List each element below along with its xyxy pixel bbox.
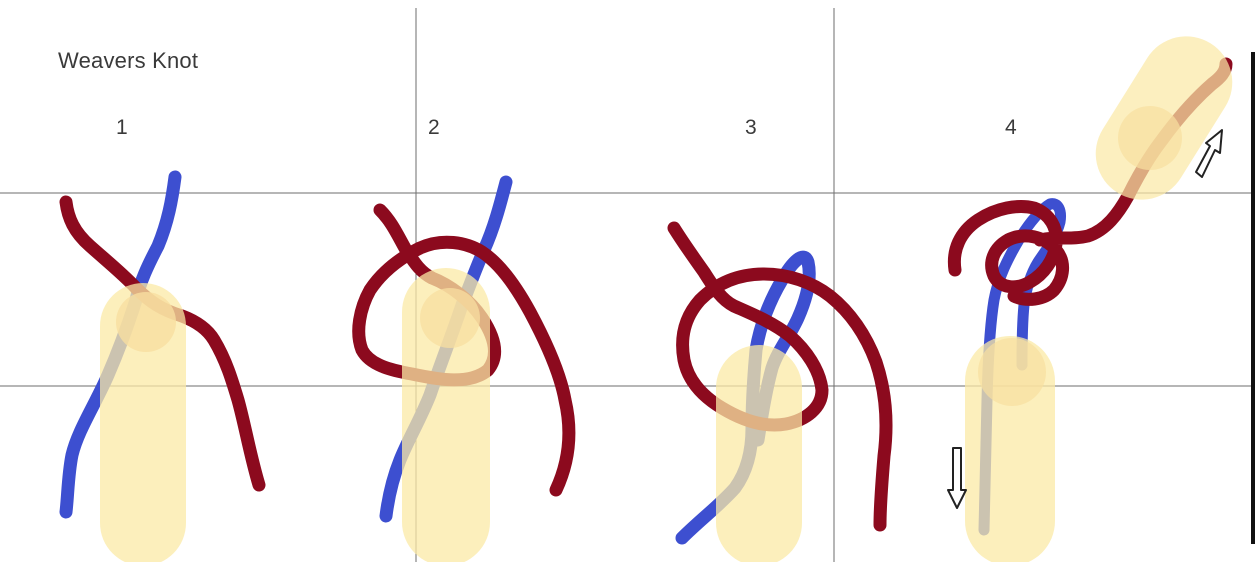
step-3-hand-highlight <box>716 345 802 562</box>
grid-lines <box>0 8 1255 562</box>
step-2-illustration <box>359 182 569 562</box>
step-4-pinch-highlight <box>978 338 1046 406</box>
step-4-illustration <box>948 19 1250 562</box>
right-edge-bar <box>1251 52 1255 544</box>
diagram-title: Weavers Knot <box>58 48 198 74</box>
step-3-illustration <box>674 228 886 562</box>
step-4-pull-pinch-highlight <box>1118 106 1182 170</box>
step-1-pinch-highlight <box>116 292 176 352</box>
step-1-label: 1 <box>116 116 128 140</box>
down-arrow-icon <box>948 448 966 508</box>
step-4-label: 4 <box>1005 116 1017 140</box>
step-2-label: 2 <box>428 116 440 140</box>
step-2-pinch-highlight <box>420 288 480 348</box>
step-3-label: 3 <box>745 116 757 140</box>
step-1-illustration <box>66 177 259 562</box>
